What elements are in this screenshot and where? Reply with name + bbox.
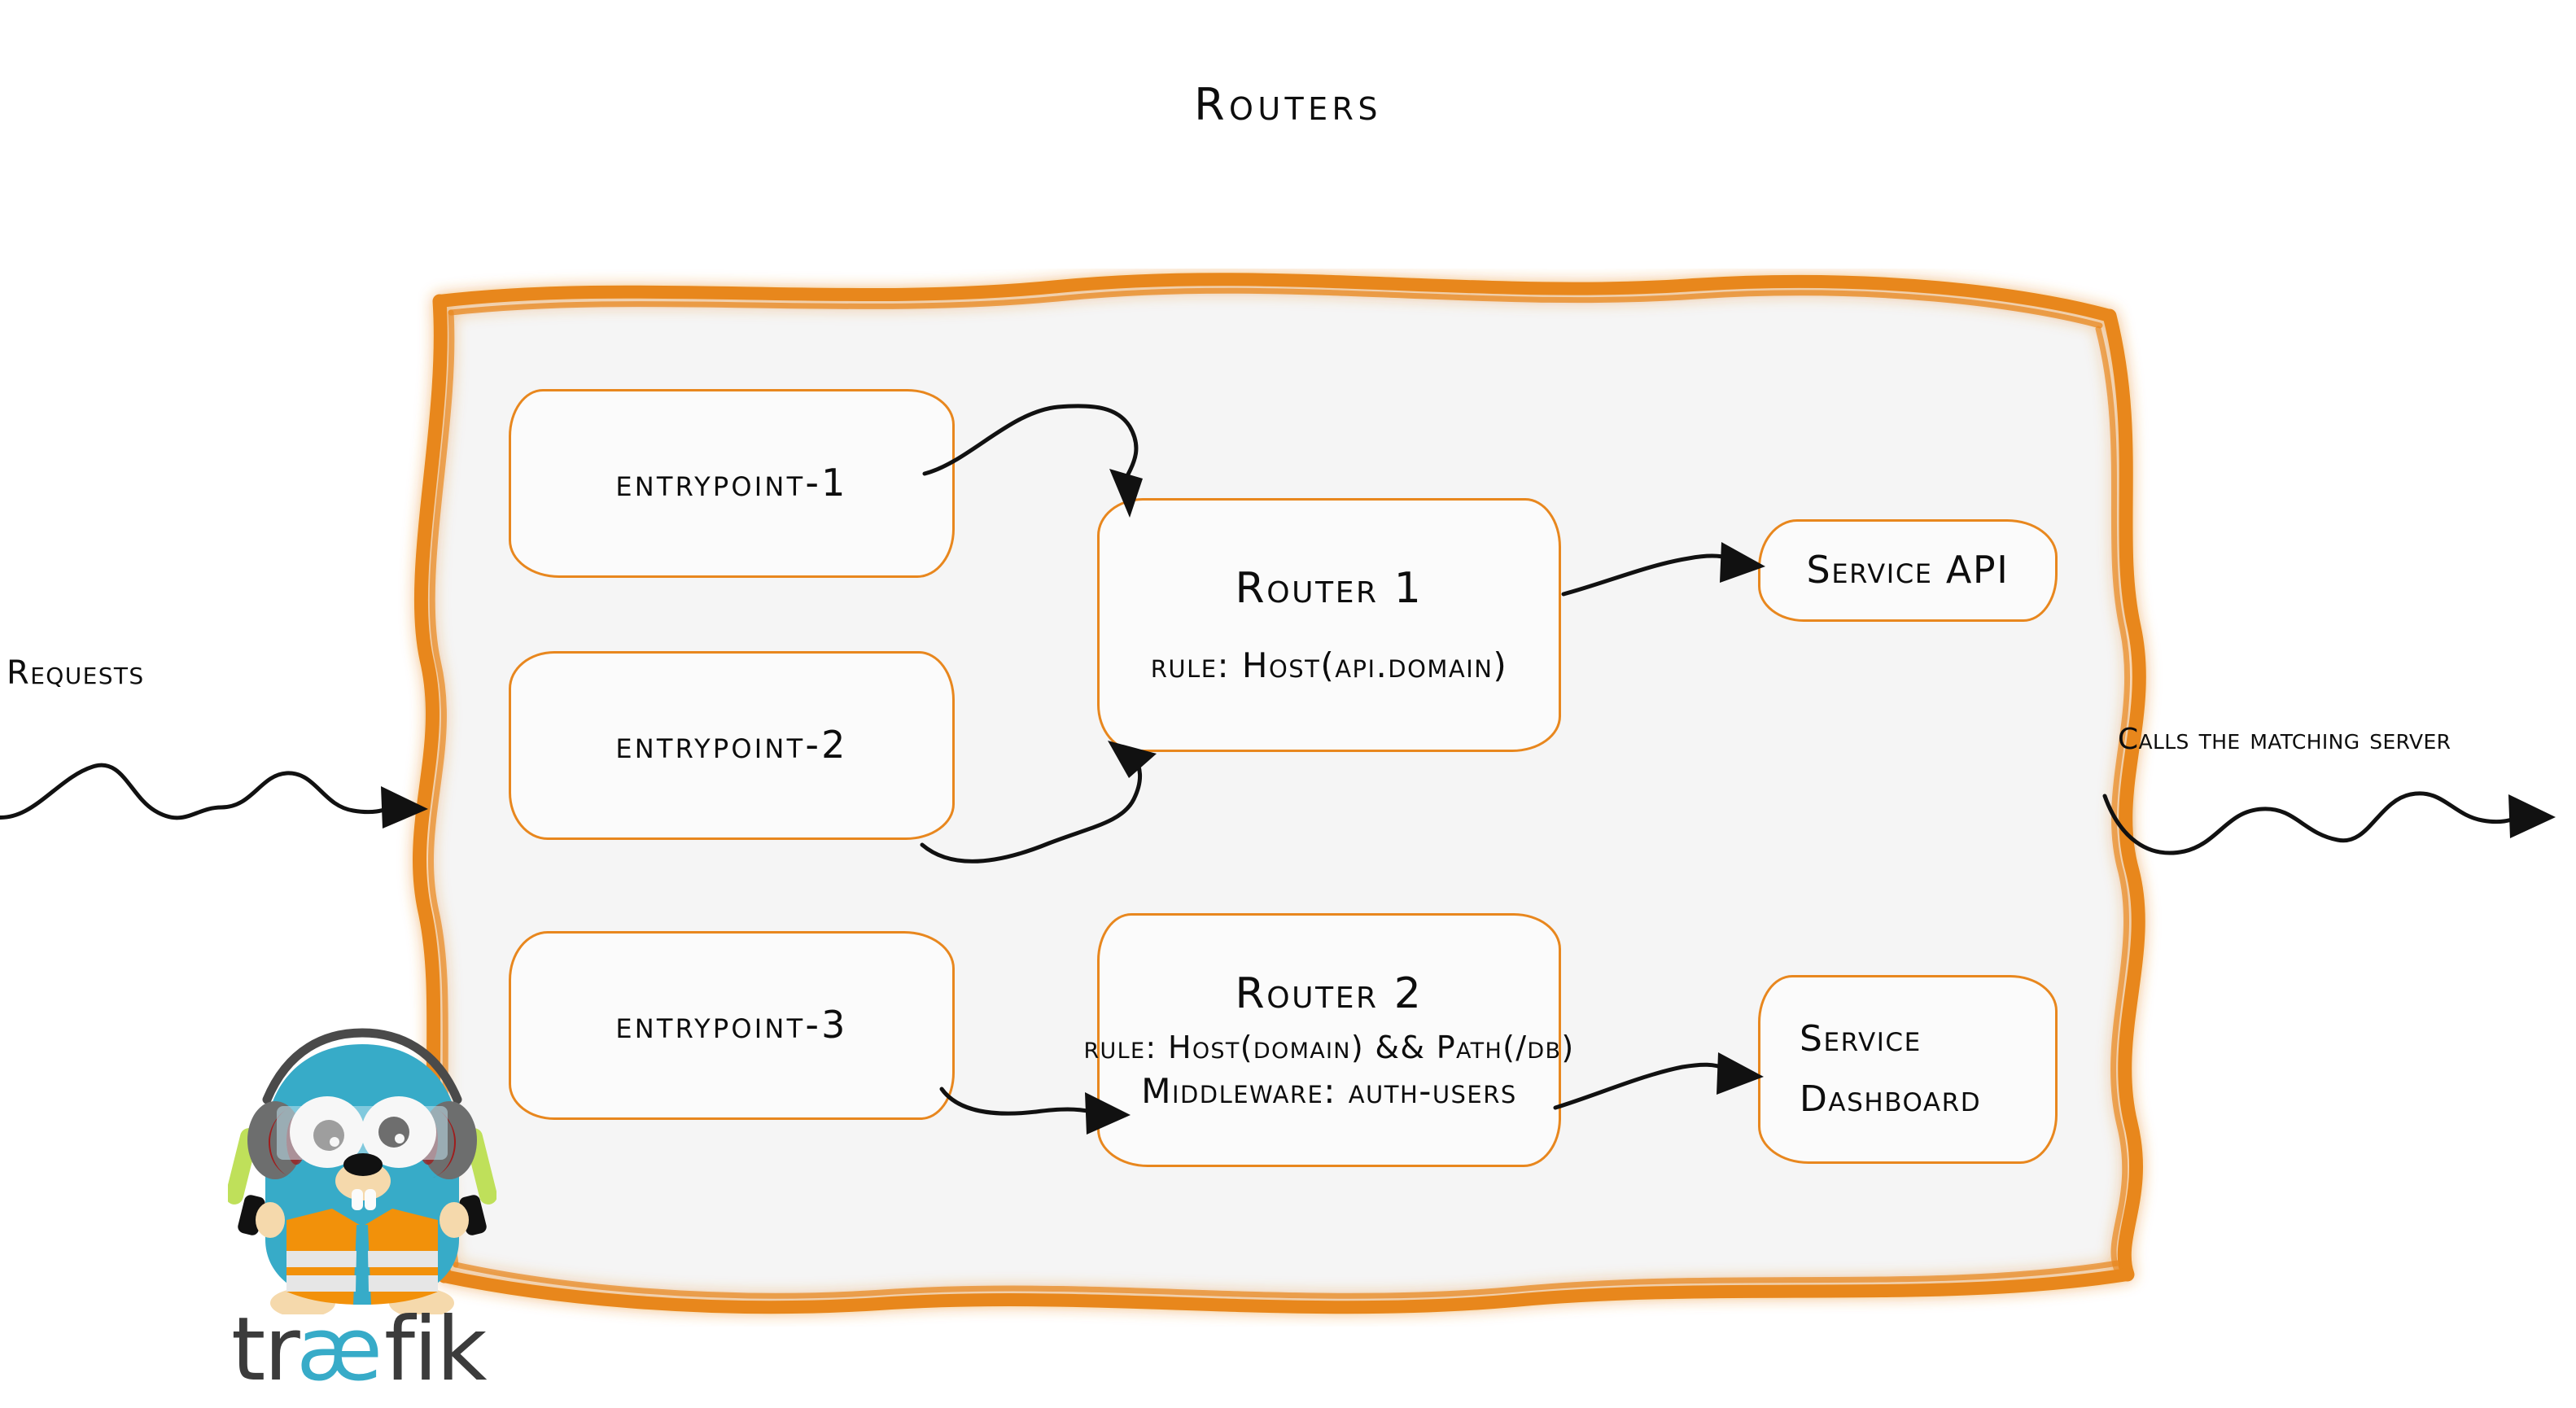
svg-text:tr: tr bbox=[231, 1305, 300, 1401]
router-2-rule: rule: Host(domain) && Path(/db) bbox=[1083, 1029, 1575, 1065]
router-2-title: Router 2 bbox=[1235, 969, 1424, 1018]
entrypoint-1-box[interactable]: entrypoint-1 bbox=[509, 389, 955, 578]
calls-the-matching-server-label: Calls the matching server bbox=[2118, 723, 2451, 756]
arrow-router2-to-service-dashboard bbox=[1553, 1052, 1764, 1110]
router-1-box[interactable]: Router 1 rule: Host(api.domain) bbox=[1097, 498, 1561, 752]
service-api-box[interactable]: Service API bbox=[1758, 519, 2058, 622]
gopher-mascot-icon bbox=[228, 1028, 496, 1314]
entrypoint-3-label: entrypoint-3 bbox=[615, 1003, 848, 1047]
requests-arrow bbox=[0, 763, 428, 829]
router-2-middleware: Middleware: auth-users bbox=[1141, 1070, 1517, 1111]
router-1-rule: rule: Host(api.domain) bbox=[1150, 645, 1508, 686]
service-dashboard-line2: Dashboard bbox=[1800, 1078, 1982, 1120]
entrypoint-3-box[interactable]: entrypoint-3 bbox=[509, 931, 955, 1120]
calls-arrow bbox=[2102, 791, 2556, 855]
entrypoint-1-label: entrypoint-1 bbox=[615, 461, 848, 505]
arrow-entrypoint3-to-router2 bbox=[939, 1087, 1131, 1135]
traefik-wordmark: tr æ fik bbox=[231, 1305, 489, 1401]
service-dashboard-box[interactable]: Service Dashboard bbox=[1758, 975, 2058, 1164]
arrow-router1-to-service-api bbox=[1561, 542, 1765, 597]
arrow-entrypoint2-to-router1 bbox=[920, 741, 1157, 864]
service-dashboard-line1: Service bbox=[1800, 1018, 1922, 1060]
service-api-label: Service API bbox=[1806, 548, 2010, 592]
entrypoint-2-box[interactable]: entrypoint-2 bbox=[509, 651, 955, 840]
arrow-entrypoint1-to-router1 bbox=[922, 404, 1143, 518]
svg-text:fik: fik bbox=[384, 1305, 488, 1401]
traefik-logo: tr æ fik bbox=[228, 1021, 505, 1408]
router-1-title: Router 1 bbox=[1235, 564, 1424, 614]
page-title: Routers bbox=[1194, 79, 1382, 130]
entrypoint-2-label: entrypoint-2 bbox=[615, 723, 848, 767]
router-2-box[interactable]: Router 2 rule: Host(domain) && Path(/db)… bbox=[1083, 913, 1573, 1167]
svg-text:æ: æ bbox=[296, 1305, 381, 1401]
requests-label: Requests bbox=[7, 654, 145, 692]
